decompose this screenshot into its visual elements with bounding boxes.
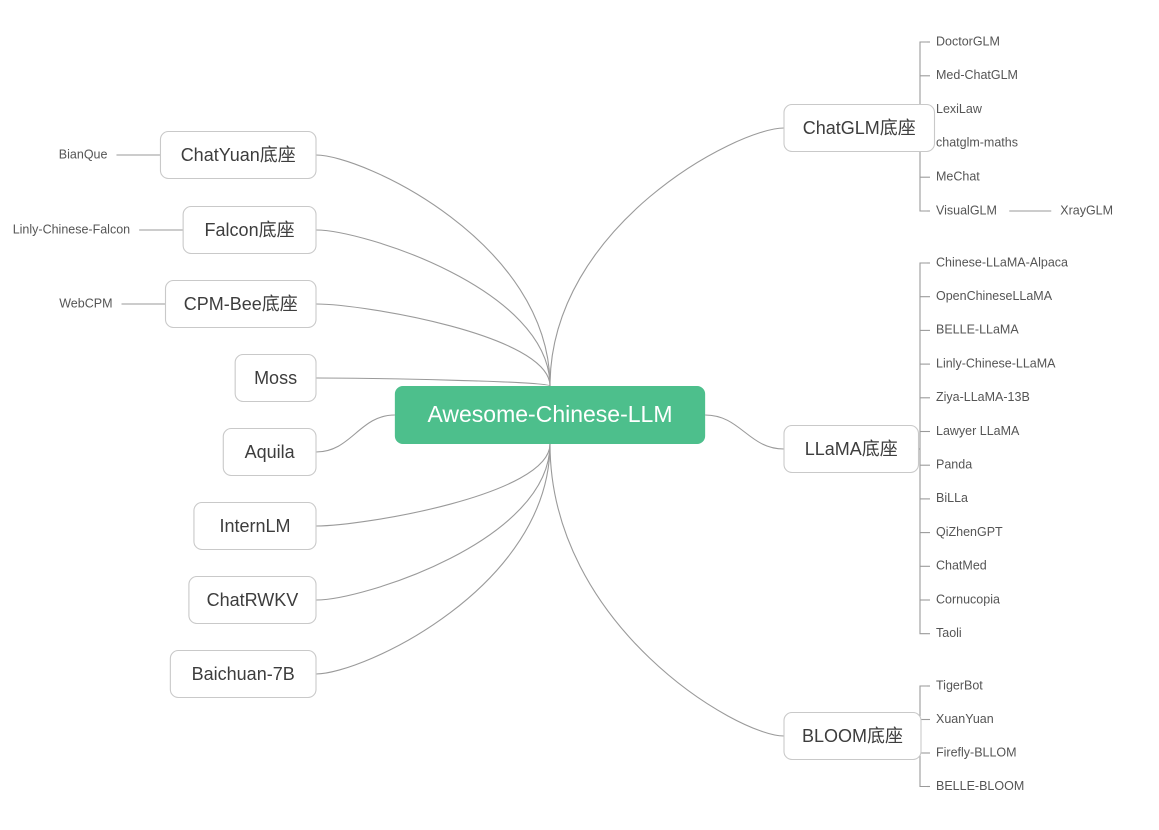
leaf-label[interactable]: BELLE-LLaMA (936, 323, 1019, 337)
leaf-label[interactable]: chatglm-maths (936, 136, 1018, 150)
node-box-bloom[interactable] (783, 711, 922, 761)
node-label-cpmbee: CPM-Bee底座 (184, 294, 298, 314)
node-chatyuan[interactable]: ChatYuan底座 (159, 130, 317, 180)
leaf-label[interactable]: Chinese-LLaMA-Alpaca (936, 255, 1068, 269)
node-box-baichuan[interactable] (169, 649, 317, 699)
node-box-chatglm[interactable] (783, 103, 936, 153)
node-label-llama: LLaMA底座 (805, 439, 898, 459)
leaf-label[interactable]: OpenChineseLLaMA (936, 289, 1053, 303)
leaf-label[interactable]: Ziya-LLaMA-13B (936, 390, 1030, 404)
leaf-label[interactable]: BiLLa (936, 491, 968, 505)
leaf-label[interactable]: VisualGLM (936, 203, 997, 217)
node-label-chatglm: ChatGLM底座 (803, 118, 916, 138)
root-node-label: Awesome-Chinese-LLM (427, 401, 672, 427)
connector-edge (315, 303, 551, 387)
node-box-falcon[interactable] (182, 205, 317, 255)
leaf-label[interactable]: BELLE-BLOOM (936, 779, 1024, 793)
leaf-label[interactable]: Firefly-BLLOM (936, 745, 1017, 759)
node-label-bloom: BLOOM底座 (802, 726, 903, 746)
leaf-label[interactable]: WebCPM (59, 296, 112, 310)
node-box-internlm[interactable] (193, 501, 317, 551)
node-bloom[interactable]: BLOOM底座 (783, 711, 922, 761)
node-label-internlm: InternLM (219, 516, 290, 536)
leaf-label[interactable]: Taoli (936, 626, 962, 640)
node-label-chatrwkv: ChatRWKV (207, 590, 299, 610)
leaf-label[interactable]: Cornucopia (936, 592, 1000, 606)
connector-edge (315, 443, 551, 675)
root-node-box[interactable] (394, 386, 706, 444)
connector-edge (315, 377, 551, 387)
subleaf-label[interactable]: XrayGLM (1060, 203, 1113, 217)
branch-spine (919, 262, 927, 635)
connector-edge (315, 414, 395, 453)
connector-edge (315, 154, 551, 387)
leaf-label[interactable]: BianQue (59, 147, 108, 161)
node-box-cpmbee[interactable] (164, 279, 317, 329)
edge-layer (116, 41, 1052, 788)
connector-edge (549, 127, 785, 387)
node-baichuan[interactable]: Baichuan-7B (169, 649, 317, 699)
connector-edge (549, 443, 785, 737)
connector-edge (705, 414, 785, 450)
leaf-label[interactable]: Med-ChatGLM (936, 68, 1018, 82)
node-box-chatrwkv[interactable] (188, 575, 317, 625)
connector-edge (315, 443, 551, 527)
leaf-label[interactable]: Linly-Chinese-LLaMA (936, 356, 1056, 370)
leaf-label[interactable]: Panda (936, 457, 972, 471)
node-box-chatyuan[interactable] (159, 130, 317, 180)
connector-edge (315, 443, 551, 601)
leaf-label[interactable]: Linly-Chinese-Falcon (13, 222, 130, 236)
leaf-label[interactable]: Lawyer LLaMA (936, 424, 1020, 438)
node-cpmbee[interactable]: CPM-Bee底座 (164, 279, 317, 329)
root-node[interactable]: Awesome-Chinese-LLM (394, 386, 706, 444)
node-layer: Awesome-Chinese-LLM ChatGLM底座 DoctorGLM Med… (13, 34, 1113, 793)
leaf-label[interactable]: LexiLaw (936, 102, 983, 116)
connector-edge (315, 229, 551, 387)
node-aquila[interactable]: Aquila (222, 427, 317, 477)
node-falcon[interactable]: Falcon底座 (182, 205, 317, 255)
node-box-moss[interactable] (234, 353, 317, 403)
node-chatrwkv[interactable]: ChatRWKV (188, 575, 317, 625)
node-box-llama[interactable] (783, 424, 920, 474)
node-chatglm[interactable]: ChatGLM底座 (783, 103, 936, 153)
node-llama[interactable]: LLaMA底座 (783, 424, 920, 474)
node-label-chatyuan: ChatYuan底座 (181, 145, 296, 165)
leaf-label[interactable]: MeChat (936, 169, 980, 183)
node-moss[interactable]: Moss (234, 353, 317, 403)
leaf-label[interactable]: DoctorGLM (936, 34, 1000, 48)
leaf-label[interactable]: XuanYuan (936, 712, 994, 726)
node-label-moss: Moss (254, 368, 297, 388)
node-label-falcon: Falcon底座 (205, 220, 295, 240)
leaf-label[interactable]: ChatMed (936, 559, 987, 573)
leaf-label[interactable]: QiZhenGPT (936, 525, 1003, 539)
node-internlm[interactable]: InternLM (193, 501, 317, 551)
node-label-baichuan: Baichuan-7B (192, 664, 295, 684)
node-box-aquila[interactable] (222, 427, 317, 477)
node-label-aquila: Aquila (245, 442, 296, 462)
leaf-label[interactable]: TigerBot (936, 678, 983, 692)
